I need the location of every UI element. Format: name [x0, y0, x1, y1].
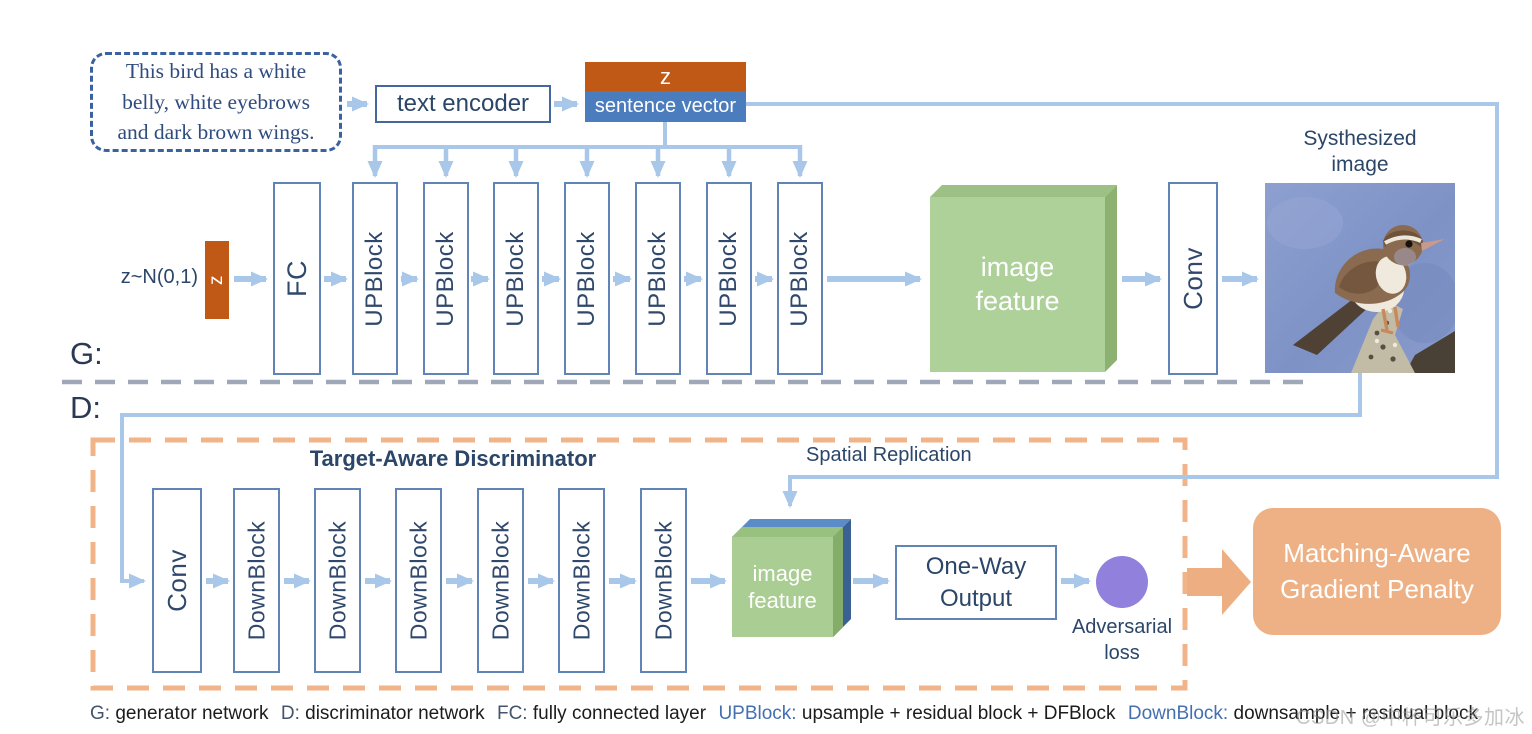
downblock-label: DownBlock	[568, 520, 595, 641]
text-encoder-box: text encoder	[375, 85, 551, 123]
one-way-output-box: One-Way Output	[895, 545, 1057, 620]
legend-item-d: D: discriminator network	[280, 703, 485, 724]
upblock-label: UPBlock	[432, 230, 459, 327]
upblock-label: UPBlock	[644, 230, 671, 327]
generator-conv-block: Conv	[1168, 182, 1218, 375]
synthesized-image-label: Systhesized image	[1303, 127, 1417, 177]
downblock-label: DownBlock	[487, 520, 514, 641]
caption-line: and dark brown wings.	[117, 120, 315, 145]
upblock-label: UPBlock	[361, 230, 388, 327]
noise-z-label: z	[206, 275, 227, 285]
discriminator-image-feature-cube	[732, 519, 851, 637]
downblock-2: DownBlock	[314, 488, 361, 673]
z-vector-bar: z	[585, 62, 746, 91]
sentence-vector-bar: sentence vector	[585, 91, 746, 122]
caption-line: belly, white eyebrows	[122, 89, 310, 114]
upblock-4: UPBlock	[564, 182, 610, 375]
penalty-big-arrow	[1187, 549, 1251, 615]
upblock-1: UPBlock	[352, 182, 398, 375]
discriminator-conv-block: Conv	[152, 488, 202, 673]
downblock-5: DownBlock	[558, 488, 605, 673]
bird-caption-box: This bird has a white belly, white eyebr…	[90, 52, 342, 152]
upblock-label: UPBlock	[502, 230, 529, 327]
noise-distribution-label: z~N(0,1)	[120, 266, 198, 288]
downblock-label: DownBlock	[243, 520, 270, 641]
conv-label: Conv	[161, 549, 192, 612]
discriminator-title: Target-Aware Discriminator	[309, 446, 597, 471]
legend-item-fc: FC: fully connected layer	[496, 703, 707, 724]
upblock-label: UPBlock	[573, 230, 600, 327]
legend-item-g: G: generator network	[90, 703, 269, 724]
discriminator-image-feature-label: image feature	[748, 560, 817, 614]
z-sentence-vector-stack: z sentence vector	[585, 62, 746, 122]
generator-image-feature-label: image feature	[975, 251, 1060, 316]
text-encoder-label: text encoder	[396, 90, 530, 117]
downblock-label: DownBlock	[650, 520, 677, 641]
matching-aware-gradient-penalty-box: Matching-Aware Gradient Penalty	[1253, 508, 1501, 635]
upblock-6: UPBlock	[706, 182, 752, 375]
synthesized-bird-image	[1265, 183, 1459, 373]
legend-item-upblock: UPBlock: upsample + residual block + DFB…	[718, 703, 1116, 724]
csdn-watermark: CSDN @中杯可乐多加冰	[1296, 707, 1526, 729]
z-vector-label: z	[660, 63, 671, 89]
upblock-2: UPBlock	[423, 182, 469, 375]
adversarial-loss-node	[1096, 556, 1148, 608]
downblock-6: DownBlock	[640, 488, 687, 673]
upblock-7: UPBlock	[777, 182, 823, 375]
upblock-5: UPBlock	[635, 182, 681, 375]
generator-image-feature-cube	[930, 185, 1117, 372]
fc-block: FC	[273, 182, 321, 375]
generator-section-label: G:	[70, 336, 103, 371]
noise-z-box: z	[205, 241, 229, 319]
sentence-vector-label: sentence vector	[594, 95, 737, 117]
conv-label: Conv	[1177, 247, 1208, 310]
downblock-1: DownBlock	[233, 488, 280, 673]
downblock-label: DownBlock	[324, 520, 351, 641]
discriminator-section-label: D:	[70, 390, 101, 425]
downblock-4: DownBlock	[477, 488, 524, 673]
image-to-discriminator-wire	[120, 373, 1362, 589]
spatial-replication-label: Spatial Replication	[806, 444, 972, 466]
downblock-label: DownBlock	[405, 520, 432, 641]
legend: G: generator network D: discriminator ne…	[90, 703, 1478, 725]
sentence-to-spatial-wire	[746, 102, 1499, 508]
upblock-label: UPBlock	[786, 230, 813, 327]
upblock-3: UPBlock	[493, 182, 539, 375]
adversarial-loss-label: Adversarial loss	[1071, 616, 1173, 664]
downblock-3: DownBlock	[395, 488, 442, 673]
caption-line: This bird has a white	[125, 59, 307, 84]
fc-label: FC	[281, 260, 312, 297]
legend-item-downblock: DownBlock: downsample + residual block	[1127, 703, 1478, 724]
upblock-label: UPBlock	[715, 230, 742, 327]
discriminator-dashed-frame	[90, 437, 1188, 691]
